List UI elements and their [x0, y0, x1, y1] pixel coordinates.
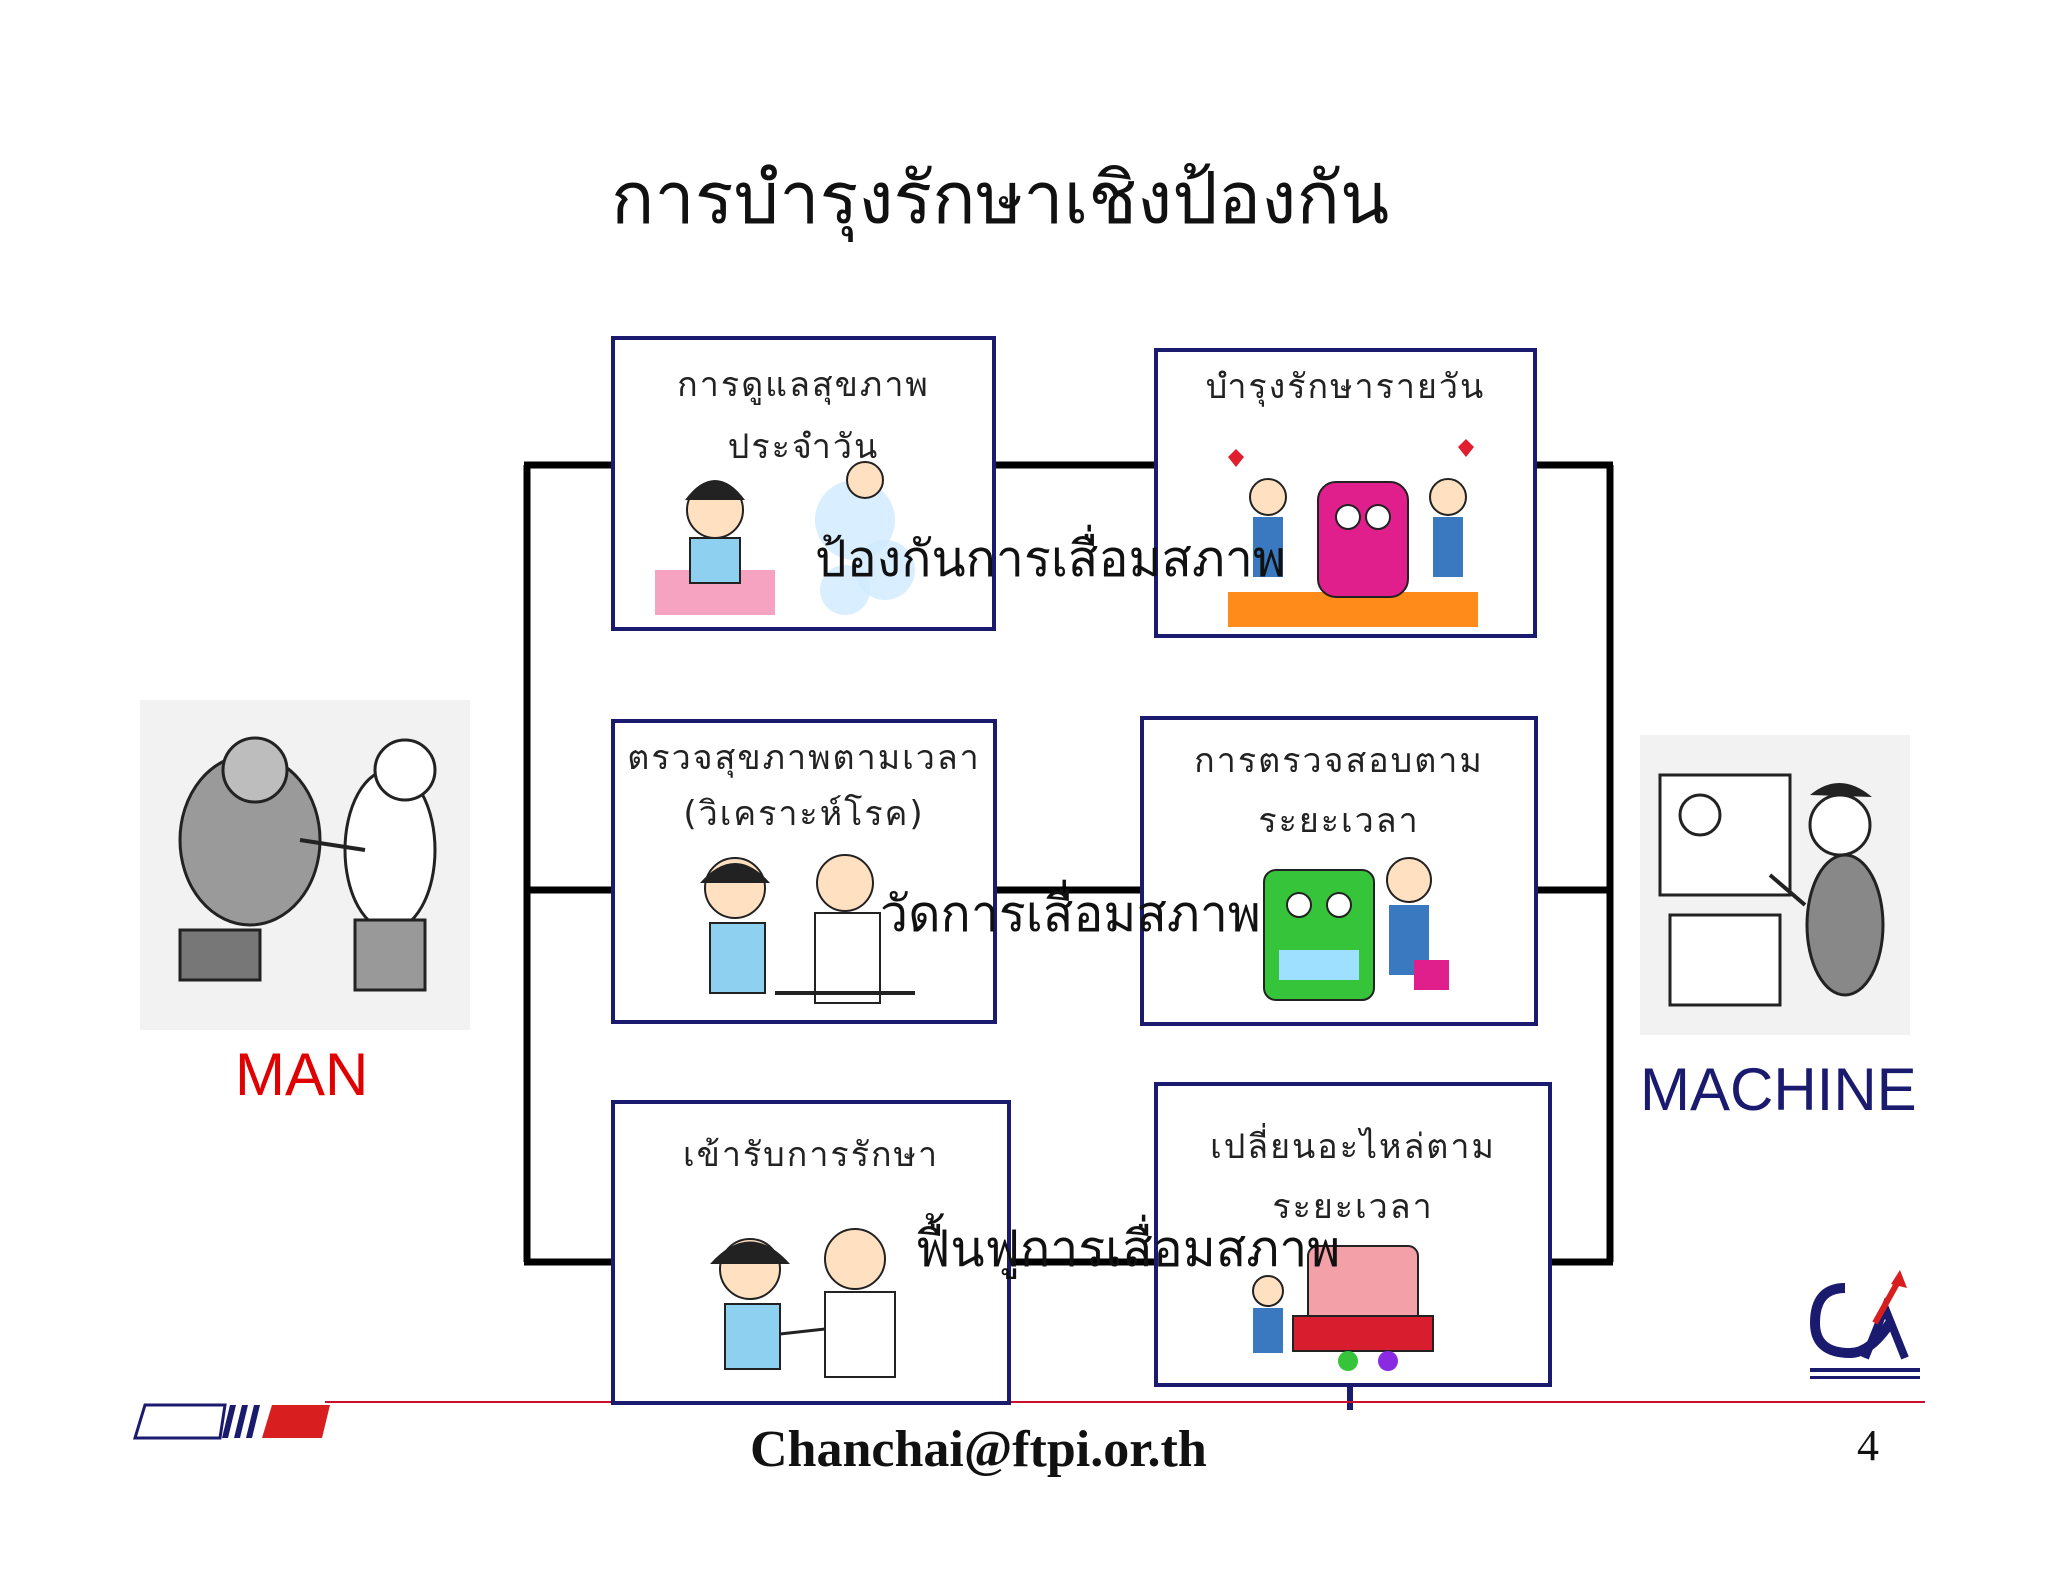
box-label: (วิเคราะห์โรค): [683, 794, 925, 834]
mechanic-machine-icon: [1640, 735, 1910, 1035]
doctor-patient-icon: [140, 700, 470, 1030]
machine-label: MACHINE: [1640, 1056, 1917, 1123]
box-label: เข้ารับการรักษา: [682, 1135, 940, 1175]
workers-machine-illustration: [1228, 439, 1478, 627]
doctor-checkup-illustration: [700, 854, 915, 1004]
box-label: บำรุงรักษารายวัน: [1205, 367, 1486, 407]
treatment-illustration: [710, 1228, 896, 1378]
footer-stripes: [132, 1403, 330, 1440]
box-machine-part-replacement: เปลี่ยนอะไหล่ตาม ระยะเวลา: [1154, 1082, 1552, 1387]
box-label: การดูแลสุขภาพ: [677, 365, 930, 405]
part-replacement-illustration: [1252, 1245, 1434, 1371]
box-machine-daily-maintenance: บำรุงรักษารายวัน: [1154, 348, 1537, 638]
row-label-measure: วัดการเสื่อมสภาพ: [880, 885, 1261, 943]
box-label: ระยะเวลา: [1258, 801, 1420, 841]
box-label: การตรวจสอบตาม: [1194, 741, 1484, 781]
footer-email: Chanchai@ftpi.or.th: [750, 1421, 1207, 1478]
page-number: 4: [1857, 1421, 1879, 1470]
box-machine-periodic-inspection: การตรวจสอบตาม ระยะเวลา: [1140, 716, 1538, 1026]
ftpi-logo-icon: [1809, 1270, 1920, 1379]
machine-mechanic-illustration: [1640, 735, 1910, 1035]
box-label: ตรวจสุขภาพตามเวลา: [627, 738, 981, 778]
inspection-machine-illustration: [1263, 857, 1449, 1001]
row-label-restore: ฟื้นฟูการเสื่อมสภาพ: [915, 1220, 1341, 1278]
man-doctor-illustration: [140, 700, 470, 1030]
box-label: ประจำวัน: [727, 427, 880, 467]
man-label: MAN: [235, 1041, 369, 1108]
box-man-daily-care: การดูแลสุขภาพ ประจำวัน: [611, 336, 996, 631]
box-man-periodic-checkup: ตรวจสุขภาพตามเวลา (วิเคราะห์โรค): [611, 719, 997, 1024]
box-man-treatment: เข้ารับการรักษา: [611, 1100, 1011, 1405]
row-label-prevent: ป้องกันการเสื่อมสภาพ: [815, 530, 1286, 588]
box-label: ระยะเวลา: [1272, 1187, 1434, 1227]
page-title: การบำรุงรักษาเชิงป้องกัน: [610, 156, 1390, 240]
ftpi-logo: [1805, 1268, 1925, 1388]
eating-shower-illustration: [655, 461, 915, 615]
box-label: เปลี่ยนอะไหล่ตาม: [1210, 1127, 1496, 1167]
